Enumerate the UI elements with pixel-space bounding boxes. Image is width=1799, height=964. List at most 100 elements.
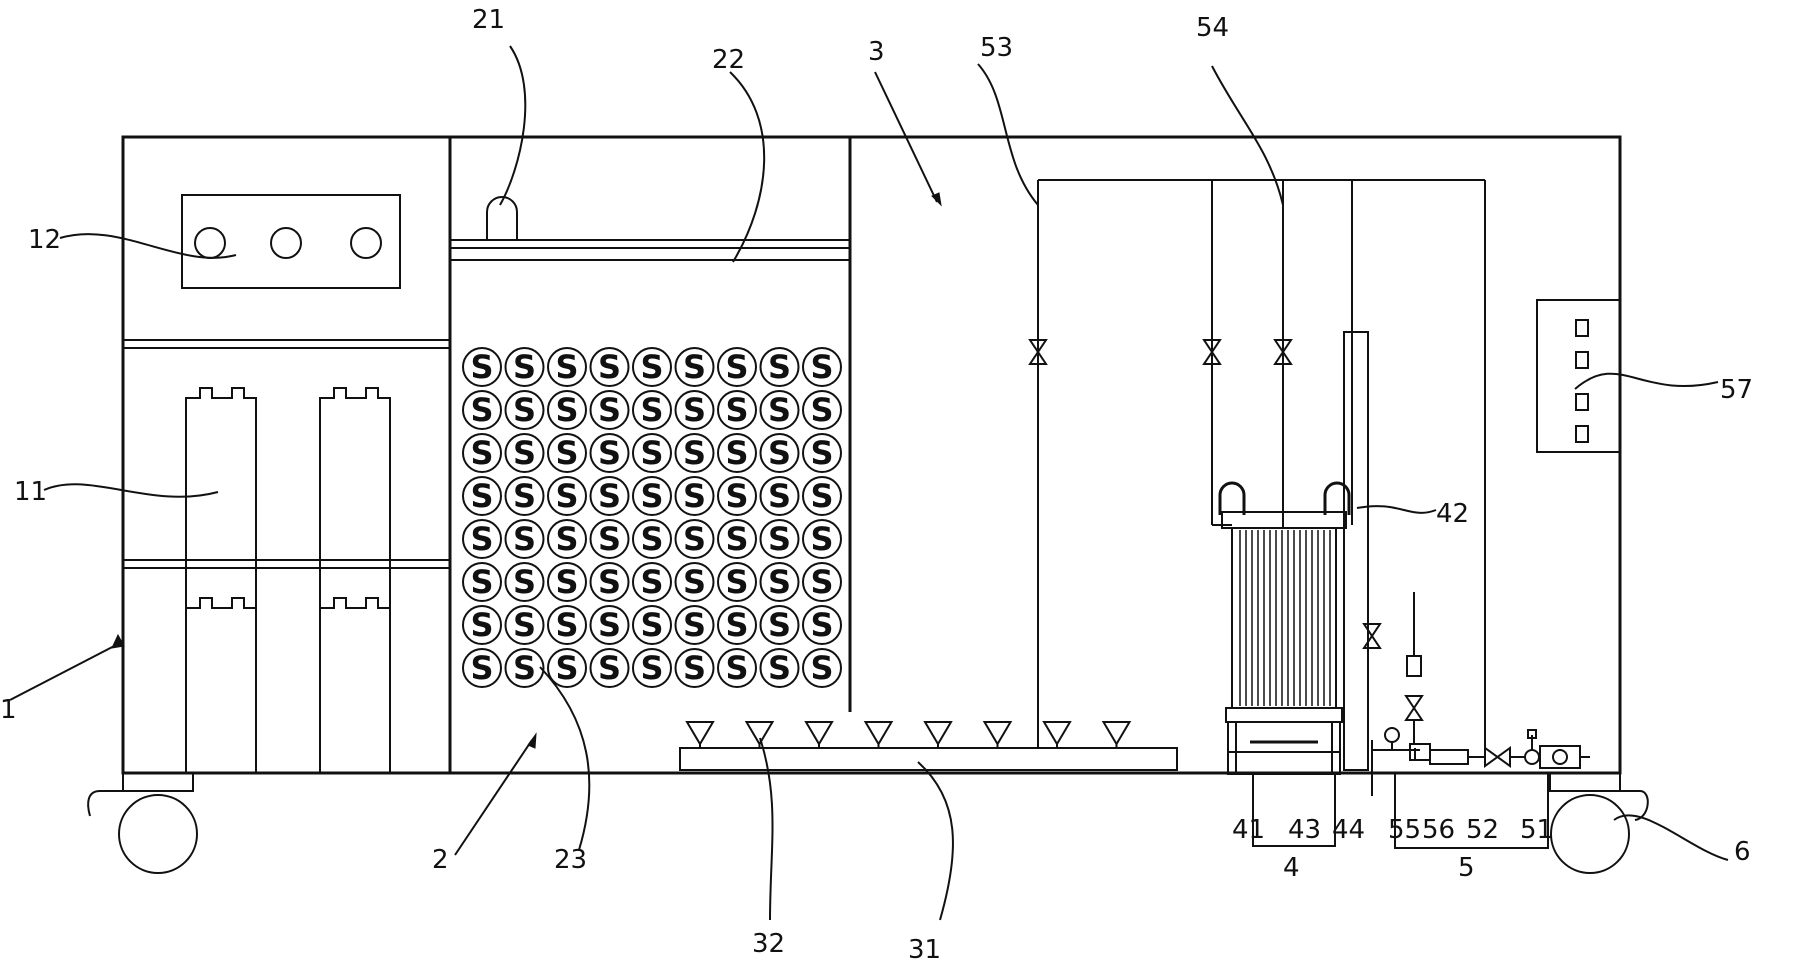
membrane-glyph: S bbox=[810, 477, 833, 515]
membrane-circle bbox=[589, 605, 630, 645]
membrane-circle bbox=[547, 347, 587, 387]
diffuser bbox=[863, 721, 894, 746]
membrane-circle bbox=[462, 519, 502, 559]
membrane-glyph: S bbox=[513, 477, 536, 515]
membrane-circle bbox=[759, 347, 800, 387]
membrane-glyph: S bbox=[513, 391, 536, 429]
membrane-circle bbox=[589, 648, 630, 688]
label-6: 6 bbox=[1734, 837, 1751, 867]
label-55: 55 bbox=[1388, 815, 1421, 845]
membrane-circle bbox=[547, 476, 587, 516]
label-1: 1 bbox=[0, 695, 17, 725]
membrane-circle bbox=[674, 562, 715, 602]
label-54: 54 bbox=[1196, 13, 1229, 43]
membrane-circle bbox=[717, 476, 757, 516]
control-panel bbox=[181, 194, 401, 289]
membrane-circle bbox=[759, 390, 800, 430]
membrane-circle bbox=[717, 519, 757, 559]
label-44: 44 bbox=[1332, 815, 1365, 845]
membrane-glyph: S bbox=[725, 520, 748, 558]
membrane-glyph: S bbox=[725, 391, 748, 429]
membrane-glyph: S bbox=[810, 434, 833, 472]
label-2: 2 bbox=[432, 845, 449, 875]
membrane-glyph: S bbox=[810, 563, 833, 601]
membrane-glyph: S bbox=[598, 348, 621, 386]
membrane-circle bbox=[589, 519, 630, 559]
membrane-circle bbox=[589, 347, 630, 387]
membrane-circle bbox=[504, 390, 545, 430]
membrane-circle bbox=[504, 347, 545, 387]
membrane-glyph: S bbox=[555, 563, 578, 601]
membrane-circle bbox=[717, 433, 757, 473]
valve-1 bbox=[1028, 339, 1048, 365]
valve-2 bbox=[1202, 339, 1222, 365]
diffuser bbox=[923, 721, 953, 746]
membrane-glyph: S bbox=[598, 477, 621, 515]
membrane-glyph: S bbox=[640, 520, 663, 558]
membrane-glyph: S bbox=[470, 348, 493, 386]
membrane-glyph: S bbox=[640, 434, 663, 472]
membrane-circle bbox=[674, 519, 715, 559]
membrane-glyph: S bbox=[470, 477, 493, 515]
membrane-circle bbox=[759, 433, 800, 473]
section-3-aeration bbox=[679, 721, 1178, 771]
membrane-glyph: S bbox=[513, 520, 536, 558]
membrane-glyph: S bbox=[598, 563, 621, 601]
membrane-circle bbox=[674, 347, 715, 387]
membrane-circle bbox=[717, 390, 757, 430]
membrane-glyph: S bbox=[683, 606, 706, 644]
membrane-glyph: S bbox=[513, 434, 536, 472]
membrane-glyph: S bbox=[683, 477, 706, 515]
membrane-glyph: S bbox=[683, 563, 706, 601]
membrane-circle bbox=[717, 347, 757, 387]
membrane-circle bbox=[759, 476, 800, 516]
label-43: 43 bbox=[1288, 815, 1321, 845]
membrane-glyph: S bbox=[470, 563, 493, 601]
diffuser bbox=[685, 721, 715, 746]
membrane-glyph: S bbox=[810, 606, 833, 644]
membrane-circle bbox=[717, 648, 757, 688]
pump-assembly bbox=[1372, 592, 1590, 769]
membrane-circle bbox=[759, 648, 800, 688]
membrane-glyph: S bbox=[555, 606, 578, 644]
membrane-circle bbox=[802, 562, 842, 602]
membrane-circle bbox=[589, 433, 630, 473]
membrane-circle bbox=[462, 476, 502, 516]
membrane-glyph: S bbox=[810, 348, 833, 386]
membrane-circle bbox=[462, 605, 502, 645]
membrane-glyph: S bbox=[598, 606, 621, 644]
membrane-circle bbox=[462, 347, 502, 387]
membrane-glyph: S bbox=[640, 563, 663, 601]
membrane-glyph: S bbox=[725, 348, 748, 386]
label-52: 52 bbox=[1466, 815, 1499, 845]
membrane-glyph: S bbox=[470, 434, 493, 472]
leader-lines bbox=[9, 45, 1729, 921]
label-42: 42 bbox=[1436, 499, 1469, 529]
membrane-glyph: S bbox=[768, 520, 791, 558]
membrane-glyph: S bbox=[640, 477, 663, 515]
membrane-glyph: S bbox=[470, 606, 493, 644]
membrane-circle bbox=[802, 390, 842, 430]
membrane-glyph: S bbox=[683, 434, 706, 472]
membrane-glyph: S bbox=[470, 391, 493, 429]
membrane-glyph: S bbox=[470, 649, 493, 687]
membrane-glyph: S bbox=[513, 563, 536, 601]
diffuser bbox=[1042, 721, 1072, 746]
membrane-circle bbox=[802, 433, 842, 473]
membrane-circle bbox=[547, 433, 587, 473]
label-21: 21 bbox=[472, 5, 505, 35]
membrane-glyph: S bbox=[598, 520, 621, 558]
membrane-circle bbox=[632, 433, 672, 473]
membrane-circle bbox=[547, 648, 587, 688]
label-11: 11 bbox=[14, 477, 47, 507]
membrane-glyph: S bbox=[470, 520, 493, 558]
membrane-circle bbox=[462, 562, 502, 602]
membrane-circle bbox=[717, 605, 757, 645]
membrane-circle bbox=[632, 605, 672, 645]
module-fibers bbox=[1239, 530, 1331, 706]
membrane-glyph: S bbox=[555, 477, 578, 515]
valve-4 bbox=[1362, 623, 1382, 649]
membrane-glyph: S bbox=[640, 649, 663, 687]
